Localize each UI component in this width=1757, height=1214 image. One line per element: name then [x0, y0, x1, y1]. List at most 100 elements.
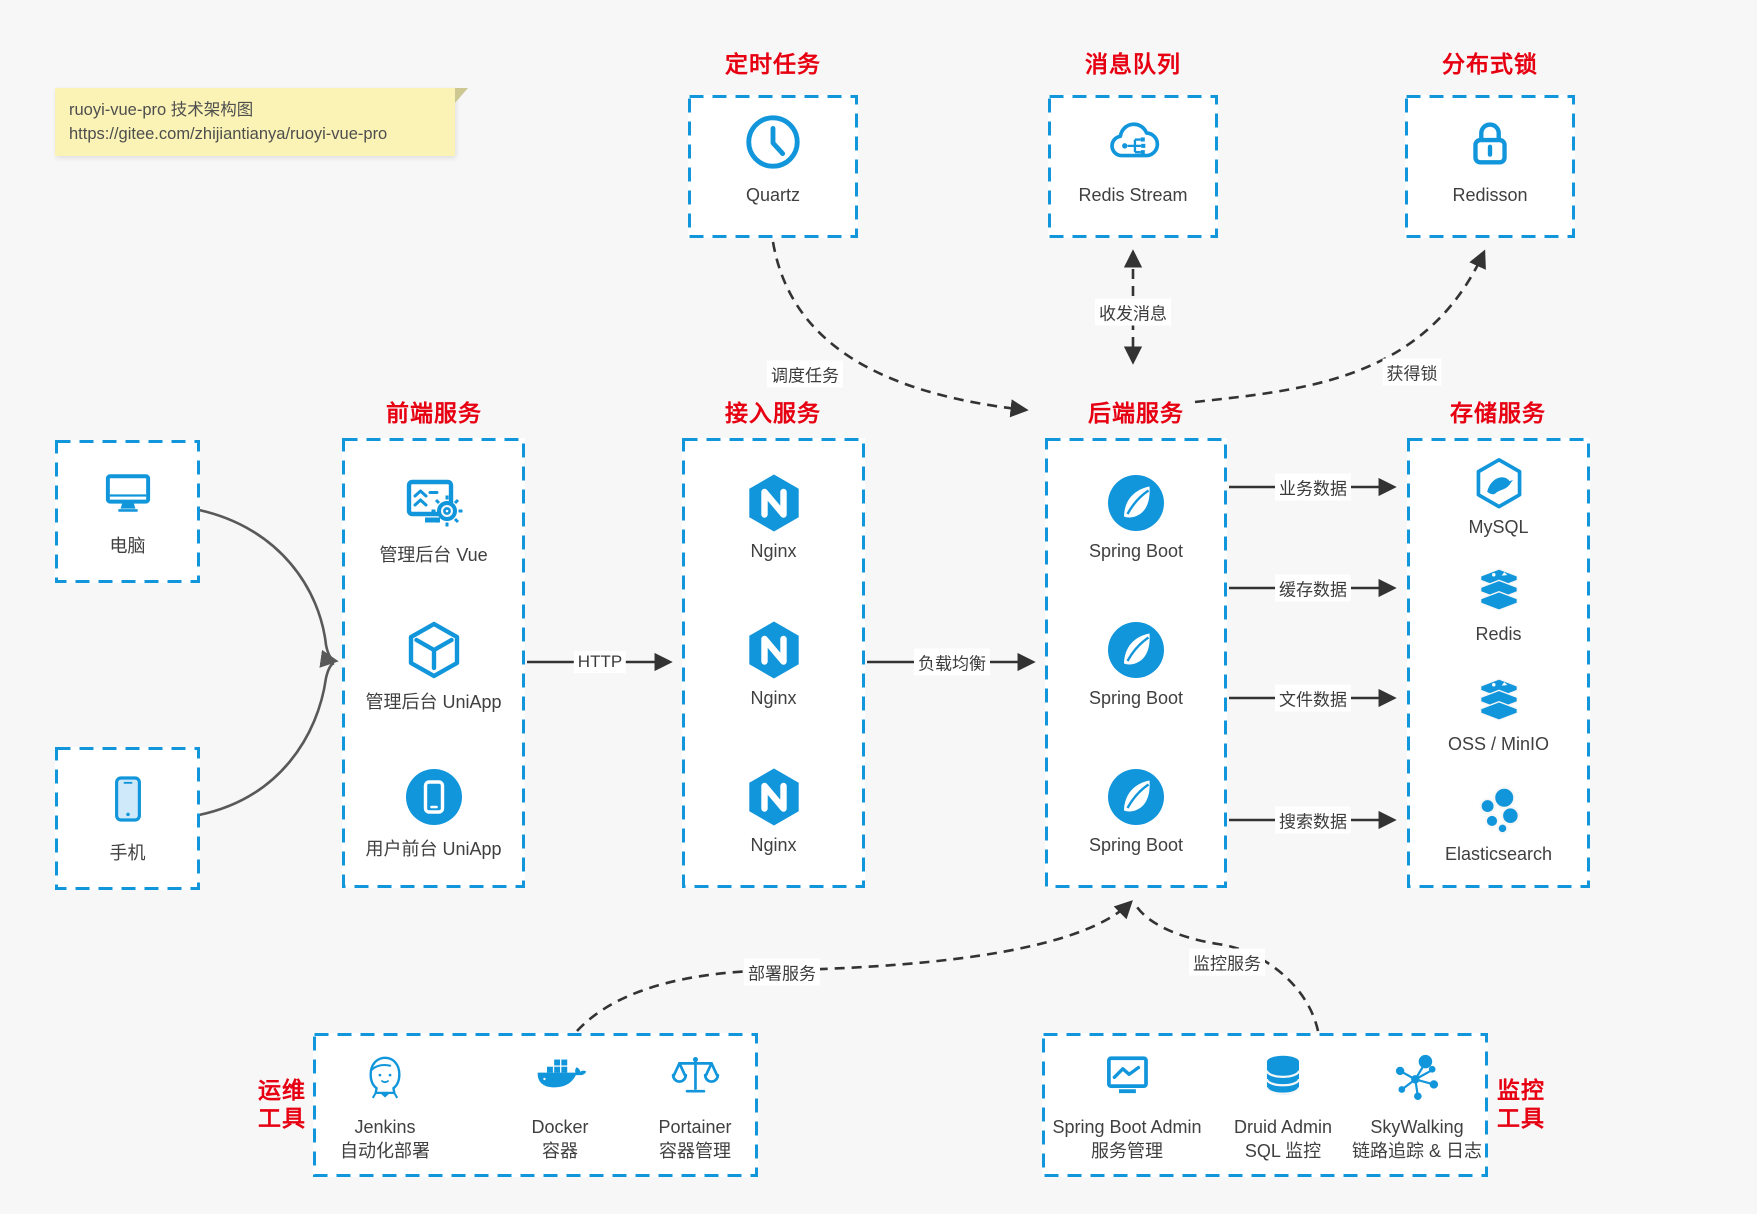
connector-pc-to-frontend — [198, 508, 339, 668]
node-label-springboot-2: Spring Boot — [1088, 688, 1184, 708]
node-springboot-1: Spring Boot — [1045, 471, 1227, 562]
title-storage-services: 存储服务 — [1450, 400, 1546, 426]
node-desc-jenkins: 自动化部署 — [340, 1141, 430, 1161]
title-monitor-tools: 监控 工具 — [1497, 1076, 1545, 1132]
redis-icon — [1471, 562, 1527, 618]
cloud-mq-icon — [1102, 111, 1164, 173]
elasticsearch-icon — [1471, 782, 1527, 838]
user-uniapp-icon — [402, 765, 466, 829]
node-docker: Docker 容器 — [531, 1049, 589, 1163]
node-springboot-2: Spring Boot — [1045, 618, 1227, 709]
node-jenkins: Jenkins 自动化部署 — [340, 1049, 430, 1163]
mobile-icon — [100, 771, 156, 827]
box-redisson: Redisson — [1405, 95, 1575, 238]
skywalking-icon — [1390, 1049, 1444, 1103]
node-label-jenkins: Jenkins — [354, 1117, 416, 1137]
node-label-spring-boot-admin: Spring Boot Admin — [1052, 1117, 1202, 1137]
node-nginx-1: Nginx — [682, 471, 865, 562]
node-desc-druid-admin: SQL 监控 — [1244, 1141, 1322, 1161]
node-label-nginx-2: Nginx — [750, 688, 797, 708]
node-skywalking: SkyWalking 链路追踪 & 日志 — [1352, 1049, 1482, 1163]
node-label-phone: 手机 — [109, 843, 146, 863]
node-mysql: MySQL — [1407, 455, 1590, 538]
spring-boot-icon — [1104, 471, 1168, 535]
edge-label-load-balance: 负载均衡 — [914, 648, 990, 676]
box-phone-client: 手机 — [55, 747, 200, 890]
note-fold — [455, 88, 468, 103]
node-label-portainer: Portainer — [658, 1117, 732, 1137]
node-druid-admin: Druid Admin SQL 监控 — [1234, 1049, 1332, 1163]
node-label-skywalking: SkyWalking — [1370, 1117, 1464, 1137]
box-frontend-services: 管理后台 Vue 管理后台 UniApp 用户前台 UniApp — [342, 438, 525, 888]
edge-label-file-data: 文件数据 — [1275, 684, 1351, 712]
node-label-admin-vue: 管理后台 Vue — [379, 545, 488, 565]
edge-label-schedule: 调度任务 — [767, 360, 843, 388]
title-ops-line1: 运维 — [258, 1077, 306, 1103]
node-desc-docker: 容器 — [541, 1141, 578, 1161]
edge-label-cache-data: 缓存数据 — [1275, 574, 1351, 602]
node-label-pc: 电脑 — [109, 536, 146, 556]
title-ops-tools: 运维 工具 — [258, 1076, 306, 1132]
nginx-icon — [742, 765, 806, 829]
box-quartz: Quartz — [688, 95, 858, 238]
box-backend-services: Spring Boot Spring Boot Spring Boot — [1045, 438, 1227, 888]
edge-label-monitor: 监控服务 — [1189, 948, 1265, 976]
spring-boot-admin-icon — [1100, 1049, 1154, 1103]
title-scheduled-tasks: 定时任务 — [725, 51, 821, 77]
node-label-oss-minio: OSS / MinIO — [1447, 734, 1550, 754]
note-title: ruoyi-vue-pro 技术架构图 — [69, 101, 254, 119]
title-monitor-line2: 工具 — [1497, 1105, 1545, 1131]
node-desc-spring-boot-admin: 服务管理 — [1091, 1141, 1163, 1161]
node-label-redisson: Redisson — [1452, 185, 1528, 205]
clock-icon — [742, 111, 804, 173]
node-label-springboot-1: Spring Boot — [1088, 541, 1184, 561]
edge-label-biz-data: 业务数据 — [1275, 473, 1351, 501]
druid-icon — [1256, 1049, 1310, 1103]
box-redis-stream: Redis Stream — [1048, 95, 1218, 238]
box-pc-client: 电脑 — [55, 440, 200, 583]
docker-icon — [533, 1049, 587, 1103]
node-oss-minio: OSS / MinIO — [1407, 672, 1590, 755]
node-redis: Redis — [1407, 562, 1590, 645]
node-label-elasticsearch: Elasticsearch — [1444, 844, 1553, 864]
node-label-redis: Redis — [1475, 624, 1522, 644]
jenkins-icon — [358, 1049, 412, 1103]
connector-monitor — [1135, 906, 1320, 1032]
node-label-nginx-1: Nginx — [750, 541, 797, 561]
lock-icon — [1459, 111, 1521, 173]
mysql-icon — [1471, 455, 1527, 511]
title-monitor-line1: 监控 — [1497, 1077, 1545, 1103]
node-desc-skywalking: 链路追踪 & 日志 — [1351, 1141, 1483, 1161]
spring-boot-icon — [1104, 765, 1168, 829]
nginx-icon — [742, 471, 806, 535]
node-elasticsearch: Elasticsearch — [1407, 782, 1590, 865]
node-label-quartz: Quartz — [745, 185, 801, 205]
node-label-docker: Docker — [531, 1117, 589, 1137]
edge-label-deploy: 部署服务 — [744, 958, 820, 986]
connector-deploy — [576, 900, 1133, 1032]
title-message-queue: 消息队列 — [1085, 51, 1181, 77]
nginx-icon — [742, 618, 806, 682]
box-monitor-tools: Spring Boot Admin 服务管理 Druid Admin SQL 监… — [1042, 1033, 1488, 1177]
desktop-icon — [100, 464, 156, 520]
box-ops-tools: Jenkins 自动化部署 Docker 容器 Portainer 容器管理 — [313, 1033, 758, 1177]
title-distributed-lock: 分布式锁 — [1442, 51, 1538, 77]
title-backend-services: 后端服务 — [1088, 400, 1184, 426]
oss-minio-icon — [1471, 672, 1527, 728]
node-label-user-uniapp: 用户前台 UniApp — [365, 839, 502, 859]
node-nginx-2: Nginx — [682, 618, 865, 709]
edge-label-search-data: 搜索数据 — [1275, 806, 1351, 834]
connector-phone-to-frontend — [198, 661, 335, 817]
node-label-redis-stream: Redis Stream — [1078, 185, 1188, 205]
admin-vue-icon — [402, 471, 466, 535]
connector-lock — [1194, 249, 1486, 404]
node-admin-uniapp: 管理后台 UniApp — [342, 618, 525, 714]
portainer-icon — [668, 1049, 722, 1103]
node-label-nginx-3: Nginx — [750, 835, 797, 855]
note-url: https://gitee.com/zhijiantianya/ruoyi-vu… — [69, 125, 388, 143]
node-desc-portainer: 容器管理 — [658, 1141, 731, 1161]
title-ops-line2: 工具 — [258, 1105, 306, 1131]
node-label-druid-admin: Druid Admin — [1233, 1117, 1333, 1137]
uniapp-cube-icon — [402, 618, 466, 682]
connector-schedule — [771, 241, 1029, 418]
